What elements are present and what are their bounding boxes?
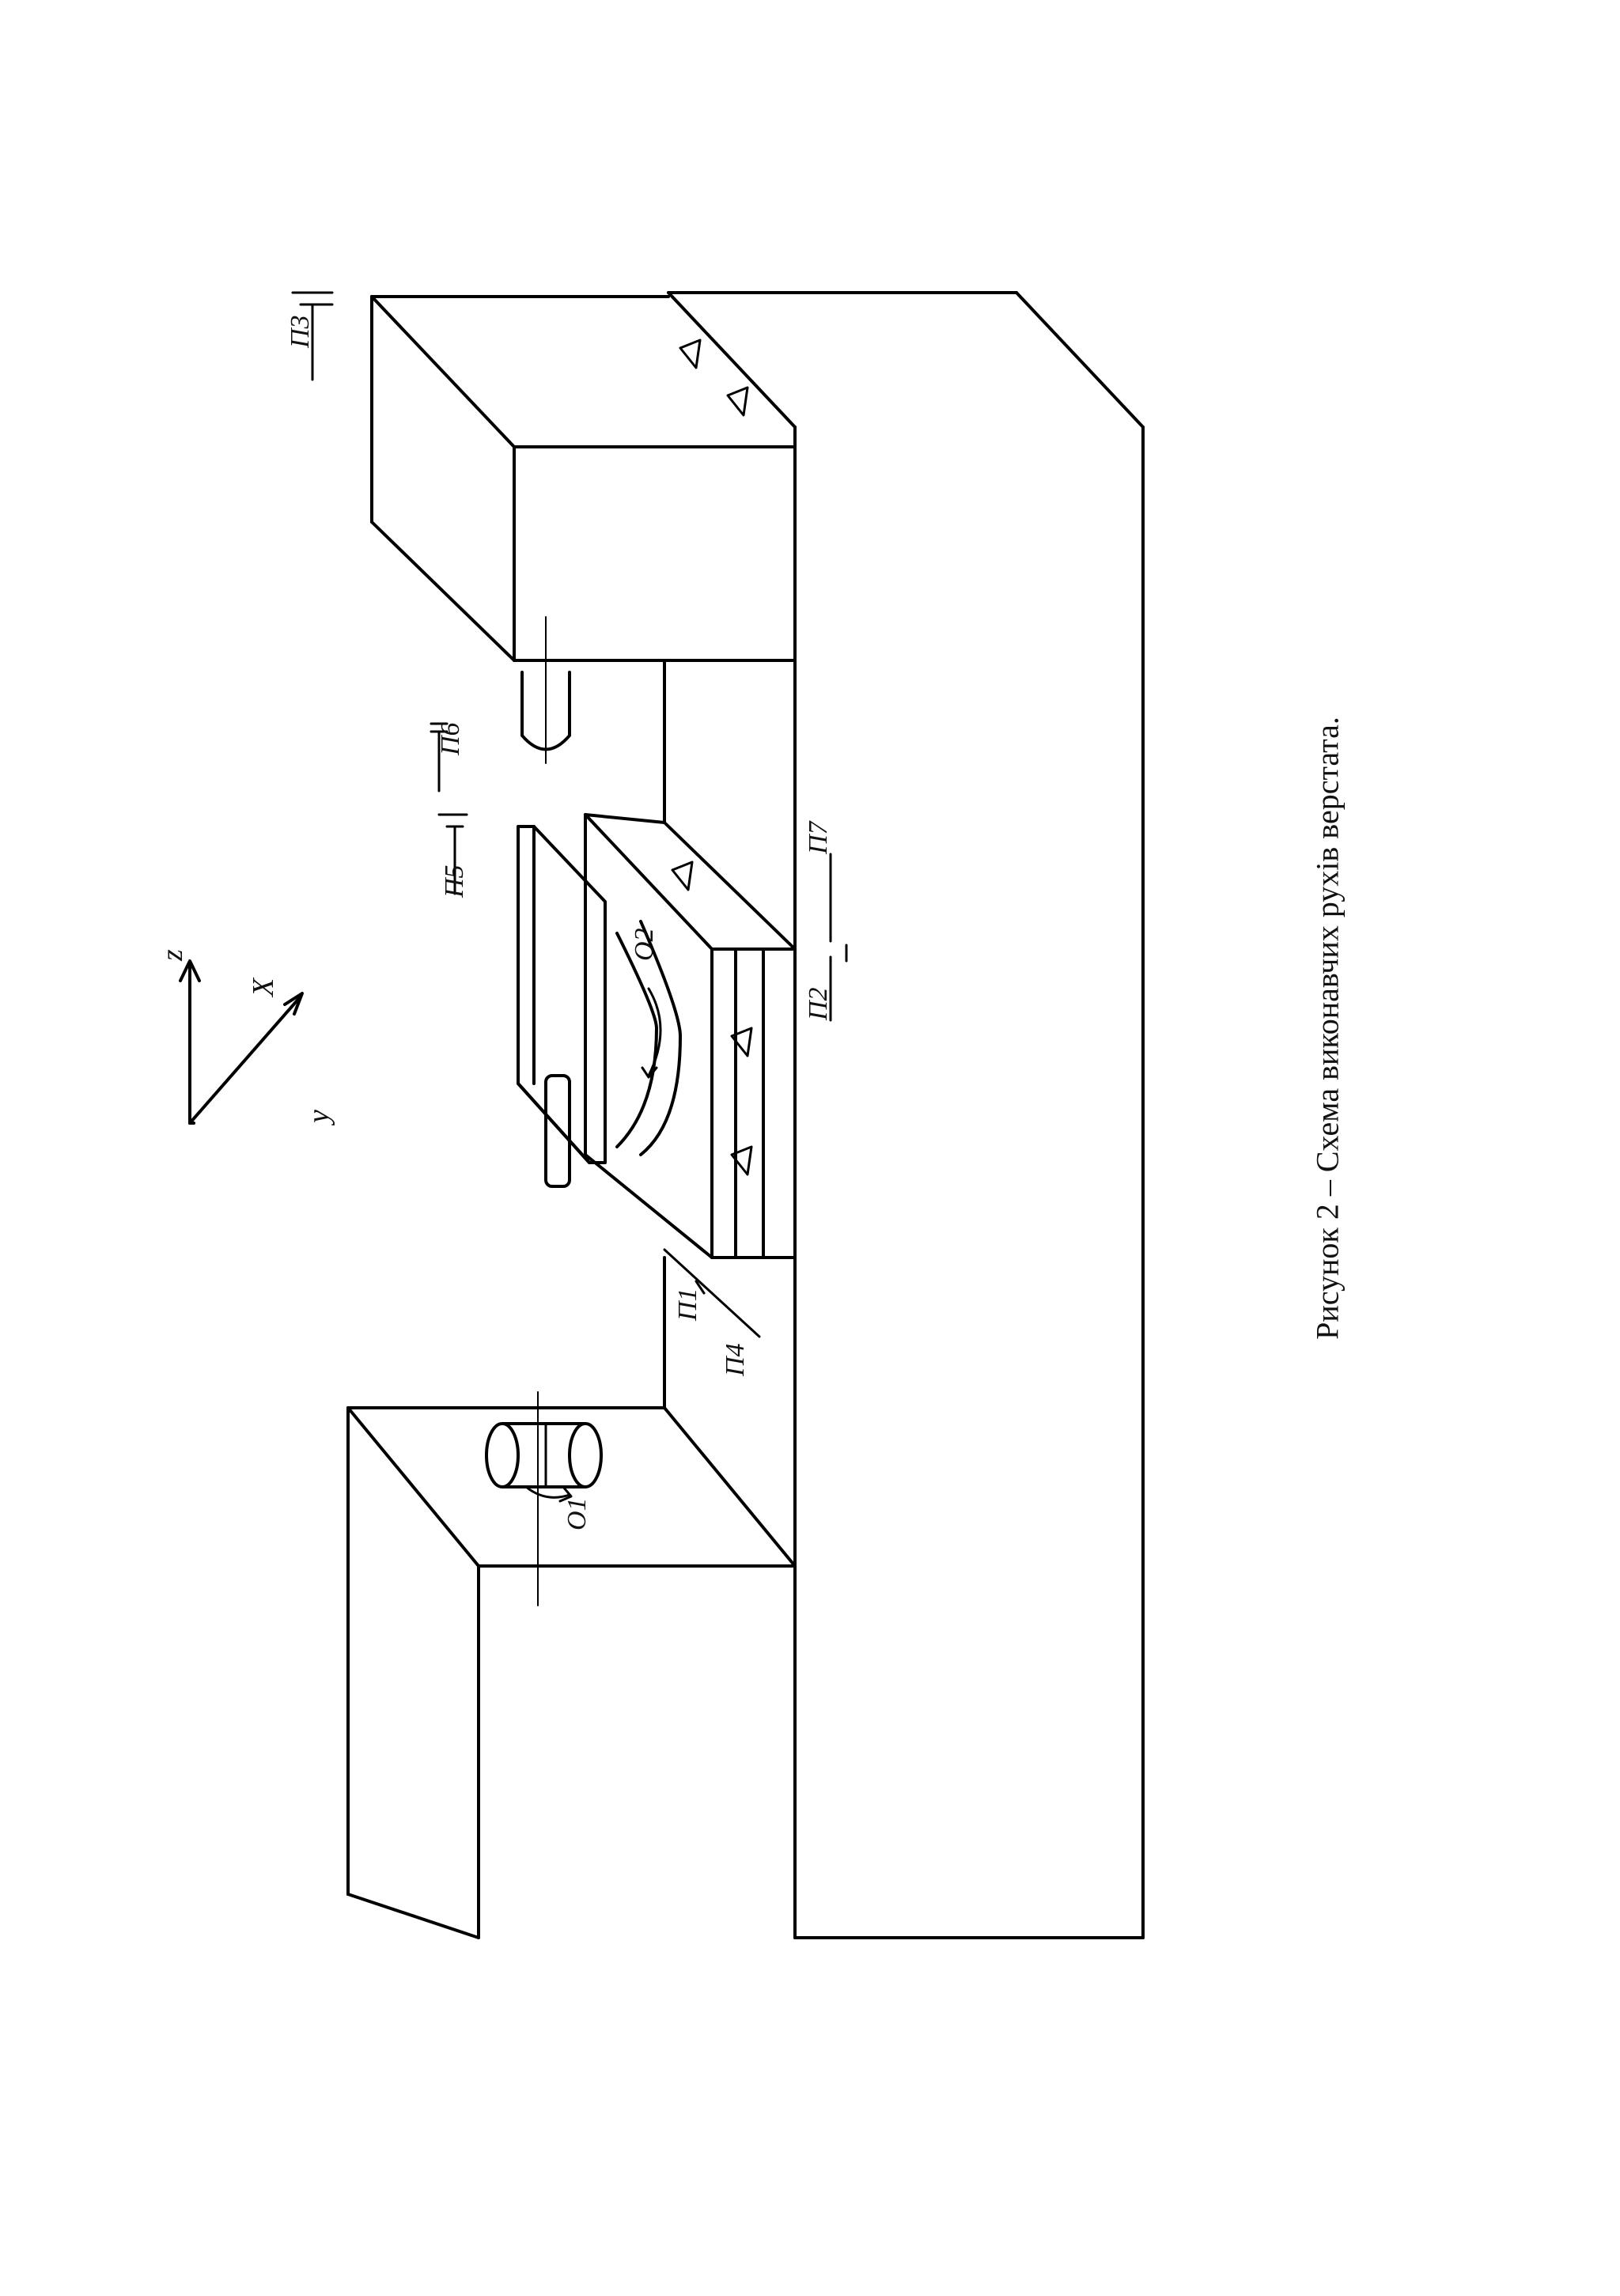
label-pi5: П5 [440, 864, 469, 898]
figure-caption-text: Рисунок 2 – Схема виконавчих рухів верст… [1309, 717, 1346, 1340]
workpiece-plate [517, 825, 682, 1164]
axis-label-y: y [302, 1110, 335, 1126]
axis-label-x: X [247, 977, 280, 998]
label-pi7: П7 [804, 819, 833, 855]
axis-labels: z X y [156, 949, 335, 1126]
headstock-housing [346, 1256, 797, 1939]
dimension-lines [291, 291, 848, 1338]
motion-labels: П3 П6 П5 П7 П2 П1 П4 О1 О2 [286, 315, 833, 1530]
label-pi2: П2 [804, 987, 833, 1021]
label-pi3: П3 [286, 315, 315, 349]
bed-guideways [679, 339, 749, 417]
label-o2: О2 [630, 928, 659, 961]
label-o1: О1 [562, 1497, 592, 1530]
workpiece-clamp [544, 1074, 571, 1188]
label-pi6: П6 [436, 722, 465, 756]
table-carriage [584, 813, 797, 1259]
tool-head-housing [370, 295, 797, 662]
machine-bed [667, 291, 1145, 1939]
rotation-arrows [524, 987, 662, 1503]
label-pi1: П1 [673, 1288, 702, 1322]
label-pi4: П4 [721, 1343, 750, 1377]
column [663, 659, 797, 824]
axis-label-z: z [156, 949, 189, 962]
headstock-spindle [485, 1391, 603, 1606]
spindle-tool [520, 616, 571, 764]
coordinate-axes [179, 959, 304, 1125]
